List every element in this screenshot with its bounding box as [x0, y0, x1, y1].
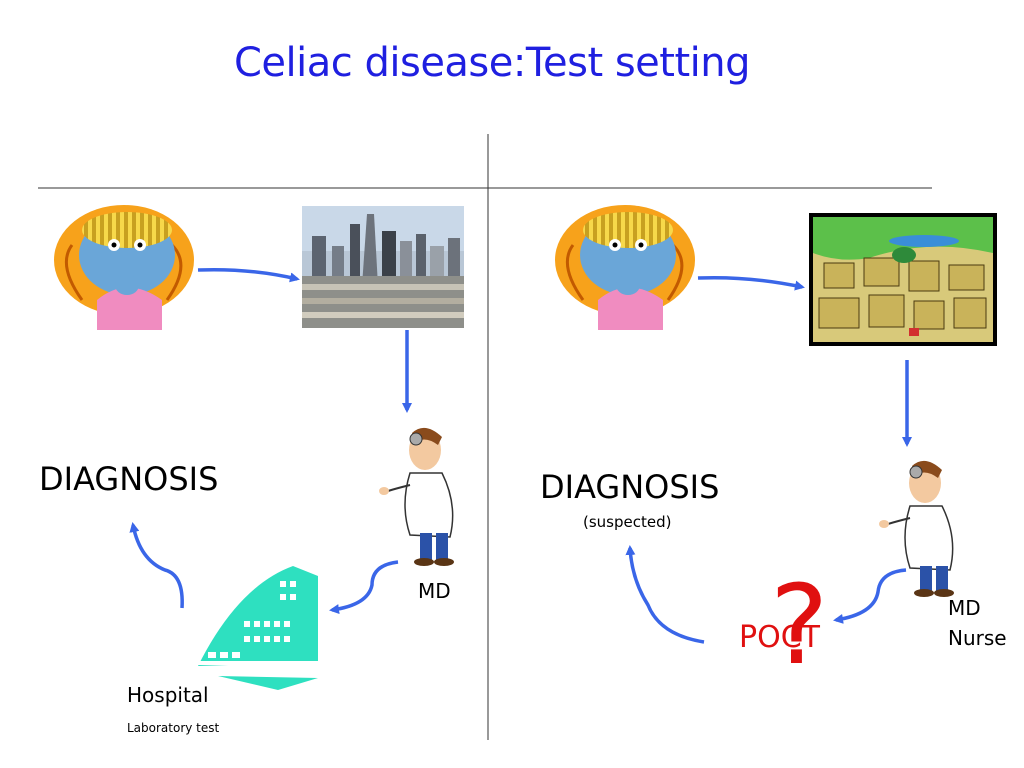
- md-label-left: MD: [418, 579, 451, 603]
- hospital-label: Hospital: [127, 683, 209, 707]
- laboratory-test-label: Laboratory test: [127, 721, 220, 735]
- arrow-poct-to-diagnosis: [625, 545, 705, 644]
- diagnosis-label-left: DIAGNOSIS: [39, 460, 219, 498]
- suspected-label: (suspected): [583, 513, 672, 531]
- poct-label: POCT: [739, 620, 820, 655]
- doctor-icon-right: [879, 460, 954, 597]
- city-photo: [302, 206, 464, 328]
- arrow-md-to-poct: [833, 568, 907, 624]
- girl-icon-right: [555, 205, 695, 330]
- arrow-girl-to-city: [197, 267, 300, 283]
- page-title: Celiac disease:Test setting: [233, 40, 751, 86]
- village-picture: [809, 213, 997, 346]
- hospital-icon: [198, 566, 318, 690]
- arrow-hospital-to-diagnosis: [129, 522, 184, 609]
- arrow-md-to-hospital: [329, 560, 399, 614]
- doctor-icon-left: [379, 427, 454, 566]
- role-label-nurse: Nurse: [948, 626, 1007, 650]
- question-mark: ?: [770, 561, 829, 689]
- arrow-girl-to-village: [697, 275, 805, 291]
- role-label-md: MD: [948, 596, 981, 620]
- diagnosis-label-right: DIAGNOSIS: [540, 468, 720, 506]
- girl-icon-left: [54, 205, 194, 330]
